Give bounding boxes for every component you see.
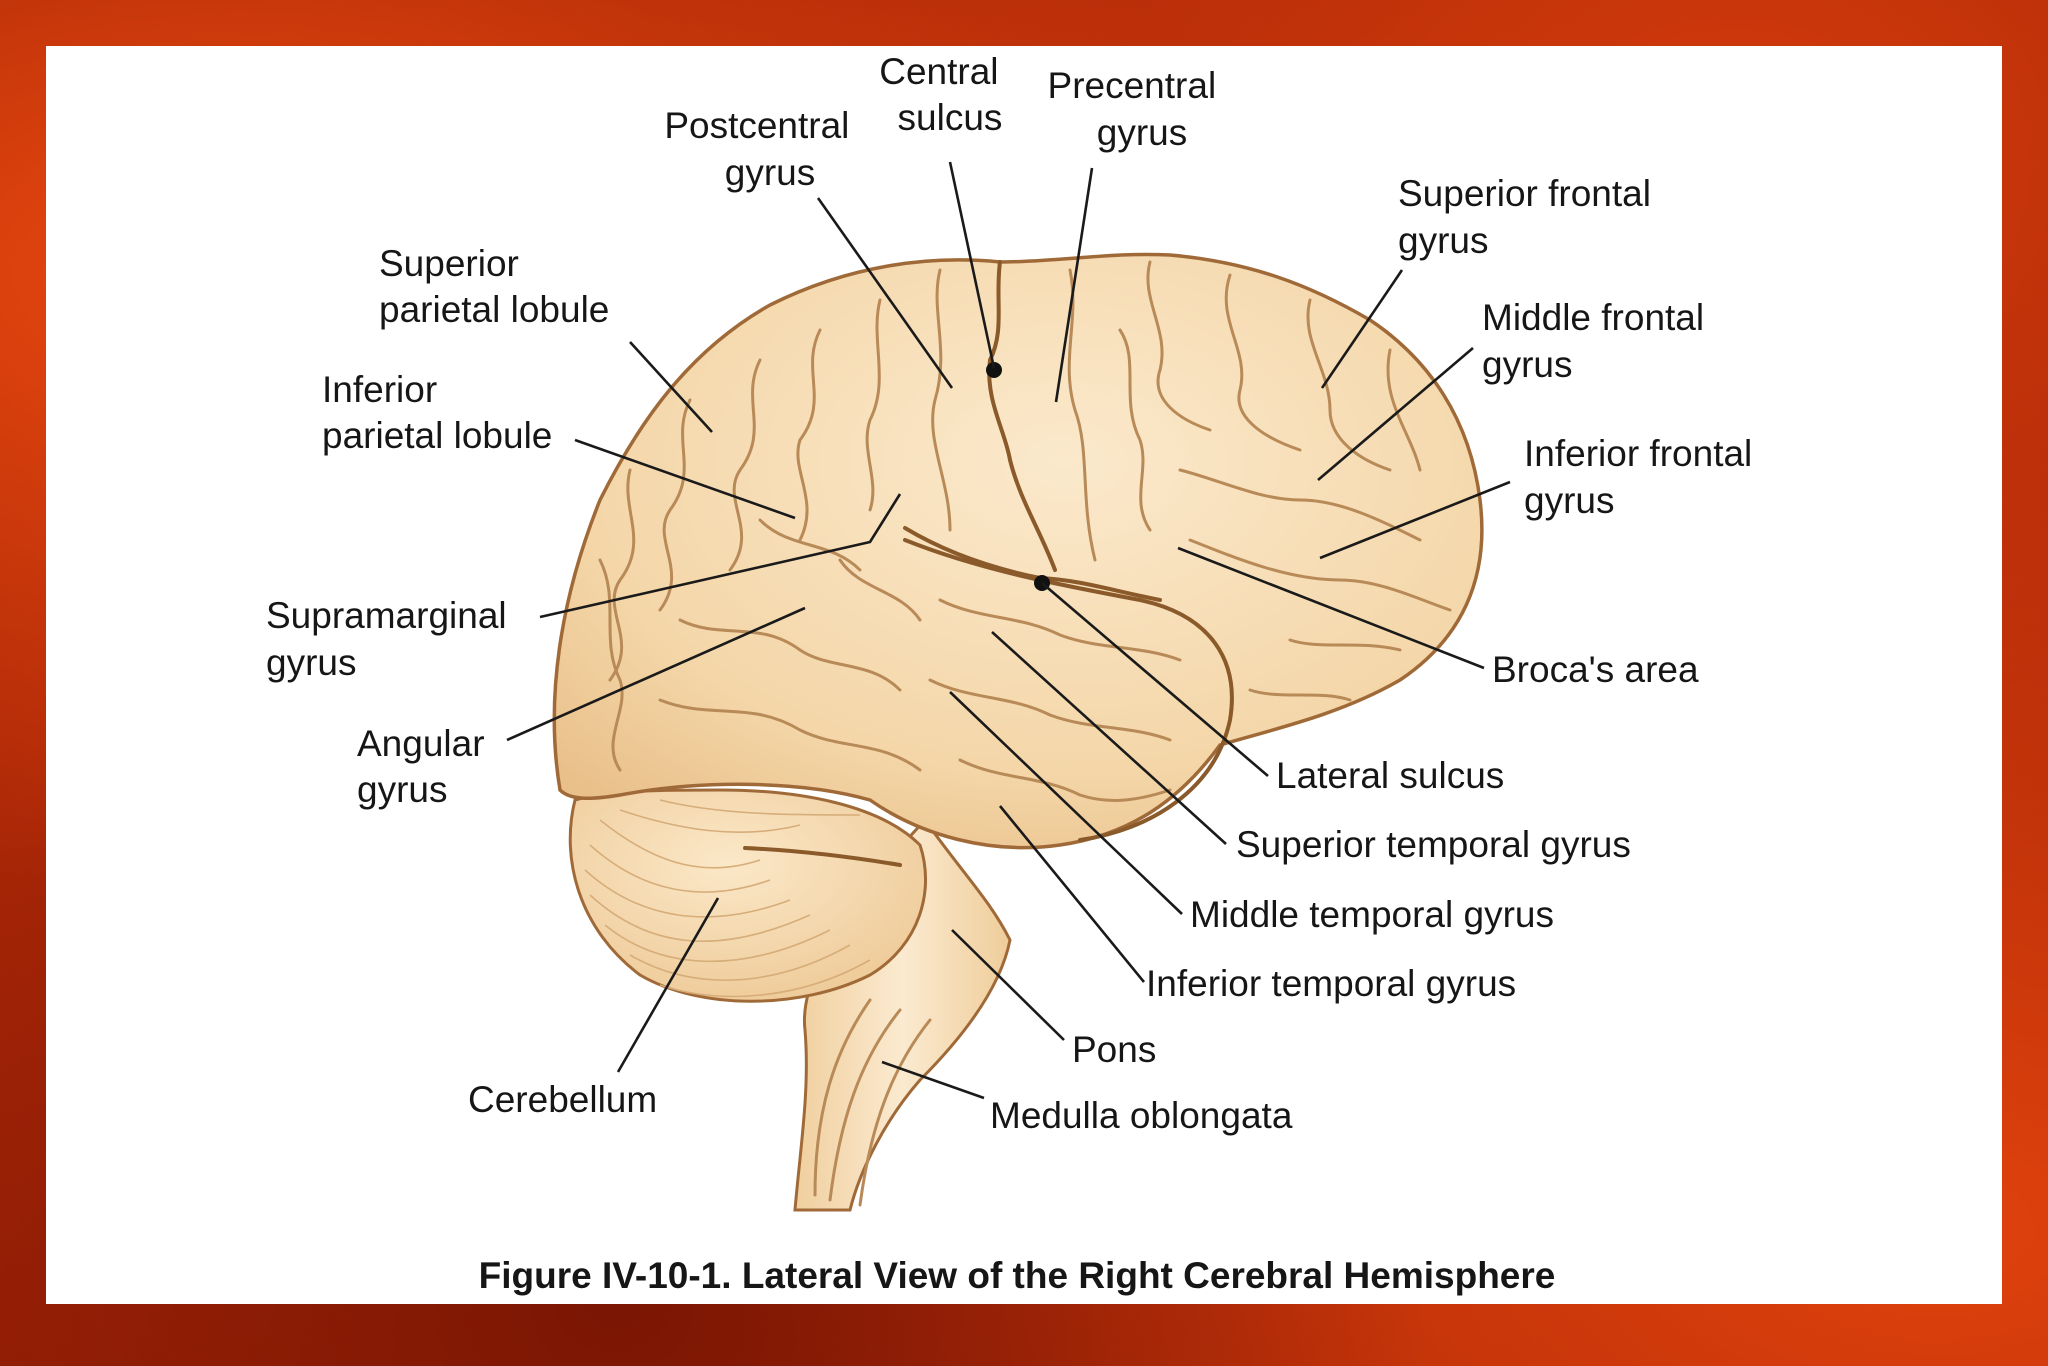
label-cerebellum: Cerebellum: [468, 1079, 657, 1120]
label-middle-temporal-gyrus: Middle temporal gyrus: [1190, 894, 1554, 935]
label-postcentral-gyrus: Postcentral gyrus: [664, 105, 859, 193]
label-pons: Pons: [1072, 1029, 1156, 1070]
leader-lines: [506, 161, 1511, 1100]
label-superior-temporal-gyrus: Superior temporal gyrus: [1236, 824, 1631, 865]
cerebrum: [552, 252, 1484, 850]
central-sulcus-dot: [986, 362, 1002, 378]
central-sulcus-line: [987, 260, 1057, 572]
label-central-sulcus: Central sulcus: [879, 51, 1009, 138]
label-medulla-oblongata: Medulla oblongata: [990, 1095, 1293, 1136]
cerebellum: [568, 788, 928, 1003]
label-angular-gyrus: Angular gyrus: [357, 723, 495, 810]
label-inferior-frontal-gyrus: Inferior frontal gyrus: [1524, 433, 1763, 521]
label-inferior-parietal-lobule: Inferior parietal lobule: [322, 369, 552, 456]
figure-caption: Figure IV-10-1. Lateral View of the Righ…: [479, 1255, 1556, 1296]
label-middle-frontal-gyrus: Middle frontal gyrus: [1482, 297, 1714, 385]
cerebellum-folia: [584, 799, 871, 998]
gyri-pattern: [598, 260, 1452, 802]
label-inferior-temporal-gyrus: Inferior temporal gyrus: [1146, 963, 1516, 1004]
label-supramarginal-gyrus: Supramarginal gyrus: [266, 595, 517, 683]
label-brocas-area: Broca's area: [1492, 649, 1699, 690]
label-precentral-gyrus: Precentral gyrus: [1048, 65, 1227, 153]
label-superior-parietal-lobule: Superior parietal lobule: [379, 243, 609, 330]
label-superior-frontal-gyrus: Superior frontal gyrus: [1398, 173, 1661, 261]
label-lateral-sulcus: Lateral sulcus: [1276, 755, 1504, 796]
